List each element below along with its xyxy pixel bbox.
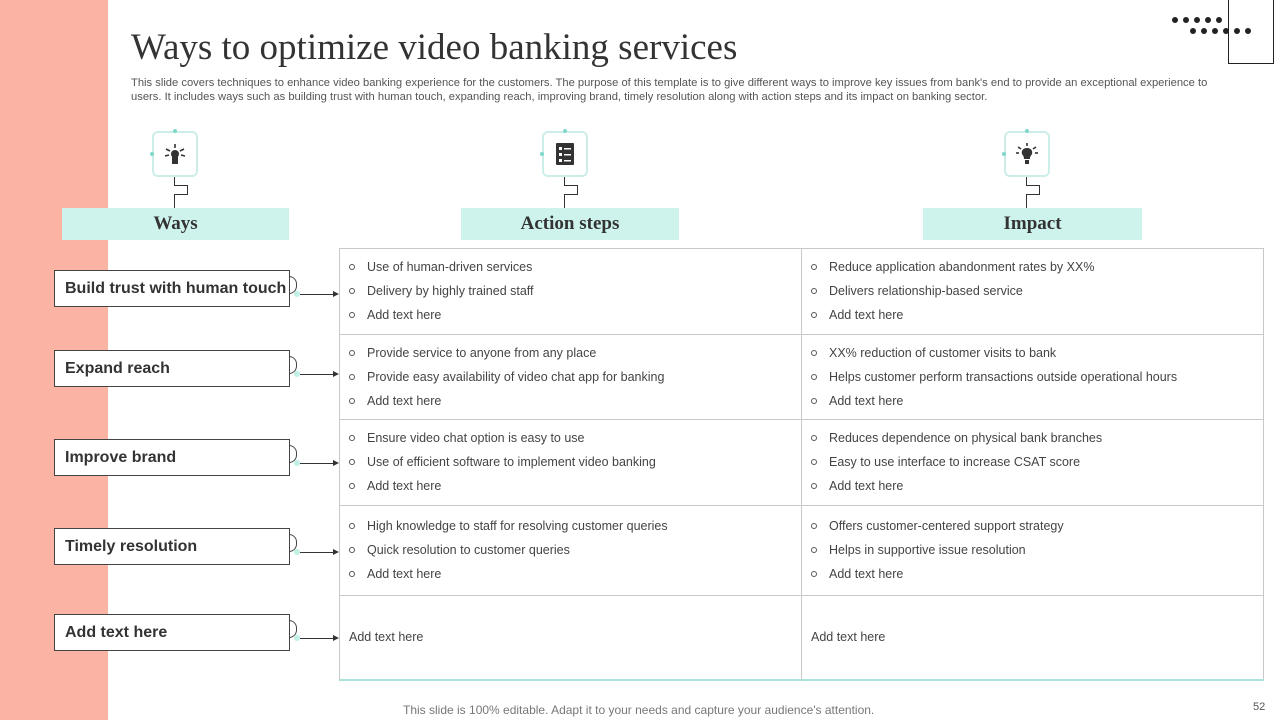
way-label: Build trust with human touch xyxy=(54,270,290,307)
footer-note: This slide is 100% editable. Adapt it to… xyxy=(403,703,875,717)
list-item: Add text here xyxy=(811,393,903,409)
list-item: Use of efficient software to implement v… xyxy=(349,454,656,470)
way-arrow xyxy=(300,638,333,639)
bulb-idea-icon xyxy=(1004,131,1050,177)
way-label: Add text here xyxy=(54,614,290,651)
table-row-divider xyxy=(339,505,1264,506)
header-action-steps: Action steps xyxy=(461,208,679,240)
list-item: High knowledge to staff for resolving cu… xyxy=(349,518,668,534)
list-item: Easy to use interface to increase CSAT s… xyxy=(811,454,1080,470)
human-touch-icon xyxy=(152,131,198,177)
icon-dot xyxy=(563,129,567,133)
header-ways: Ways xyxy=(62,208,289,240)
list-item: Offers customer-centered support strateg… xyxy=(811,518,1064,534)
arrow-head xyxy=(333,635,339,641)
list-item: Ensure video chat option is easy to use xyxy=(349,430,585,446)
list-item: Helps in supportive issue resolution xyxy=(811,542,1026,558)
list-item: Use of human-driven services xyxy=(349,259,532,275)
decorative-corner-box xyxy=(1228,0,1274,64)
way-dot xyxy=(294,291,300,297)
icon-dot xyxy=(150,152,154,156)
way-dot xyxy=(294,549,300,555)
way-dot xyxy=(294,635,300,641)
icon-connector xyxy=(564,177,565,185)
way-label: Expand reach xyxy=(54,350,290,387)
arrow-head xyxy=(333,291,339,297)
list-item: Add text here xyxy=(811,307,903,323)
way-arrow xyxy=(300,552,333,553)
page-subtitle: This slide covers techniques to enhance … xyxy=(131,77,1208,103)
arrow-head xyxy=(333,460,339,466)
way-arrow xyxy=(300,374,333,375)
icon-connector xyxy=(1026,195,1027,208)
icon-dot xyxy=(173,129,177,133)
list-item: Add text here xyxy=(349,566,441,582)
way-arrow xyxy=(300,294,333,295)
icon-dot xyxy=(1002,152,1006,156)
table-row-divider xyxy=(339,419,1264,420)
table-column-divider xyxy=(801,248,802,681)
icon-connector xyxy=(564,195,565,208)
way-dot xyxy=(294,460,300,466)
list-item: Provide service to anyone from any place xyxy=(349,345,596,361)
list-item: Add text here xyxy=(811,566,903,582)
list-item: Helps customer perform transactions outs… xyxy=(811,369,1177,385)
icon-connector xyxy=(1026,177,1027,185)
list-item: Delivery by highly trained staff xyxy=(349,283,534,299)
icon-dot xyxy=(540,152,544,156)
icon-connector xyxy=(1026,185,1040,195)
icon-connector xyxy=(174,195,175,208)
way-arrow xyxy=(300,463,333,464)
list-item: Provide easy availability of video chat … xyxy=(349,369,664,385)
table-row-divider xyxy=(339,595,1264,596)
icon-connector xyxy=(564,185,578,195)
header-impact: Impact xyxy=(923,208,1142,240)
list-item: Add text here xyxy=(811,478,903,494)
list-item: Add text here xyxy=(349,478,441,494)
icon-connector xyxy=(174,177,175,185)
list-item: Reduce application abandonment rates by … xyxy=(811,259,1094,275)
icon-connector xyxy=(174,185,188,195)
way-label: Timely resolution xyxy=(54,528,290,565)
impact-cell-text: Add text here xyxy=(811,630,886,644)
action-cell-text: Add text here xyxy=(349,630,424,644)
icon-dot xyxy=(1025,129,1029,133)
list-item: Add text here xyxy=(349,393,441,409)
checklist-icon xyxy=(542,131,588,177)
arrow-head xyxy=(333,549,339,555)
page-number: 52 xyxy=(1253,701,1266,713)
list-item: Quick resolution to customer queries xyxy=(349,542,570,558)
list-item: XX% reduction of customer visits to bank xyxy=(811,345,1056,361)
list-item: Delivers relationship-based service xyxy=(811,283,1023,299)
page-title: Ways to optimize video banking services xyxy=(131,27,738,68)
table-row-divider xyxy=(339,334,1264,335)
list-item: Add text here xyxy=(349,307,441,323)
decorative-dots xyxy=(1170,15,1260,41)
way-label: Improve brand xyxy=(54,439,290,476)
arrow-head xyxy=(333,371,339,377)
way-dot xyxy=(294,371,300,377)
list-item: Reduces dependence on physical bank bran… xyxy=(811,430,1102,446)
